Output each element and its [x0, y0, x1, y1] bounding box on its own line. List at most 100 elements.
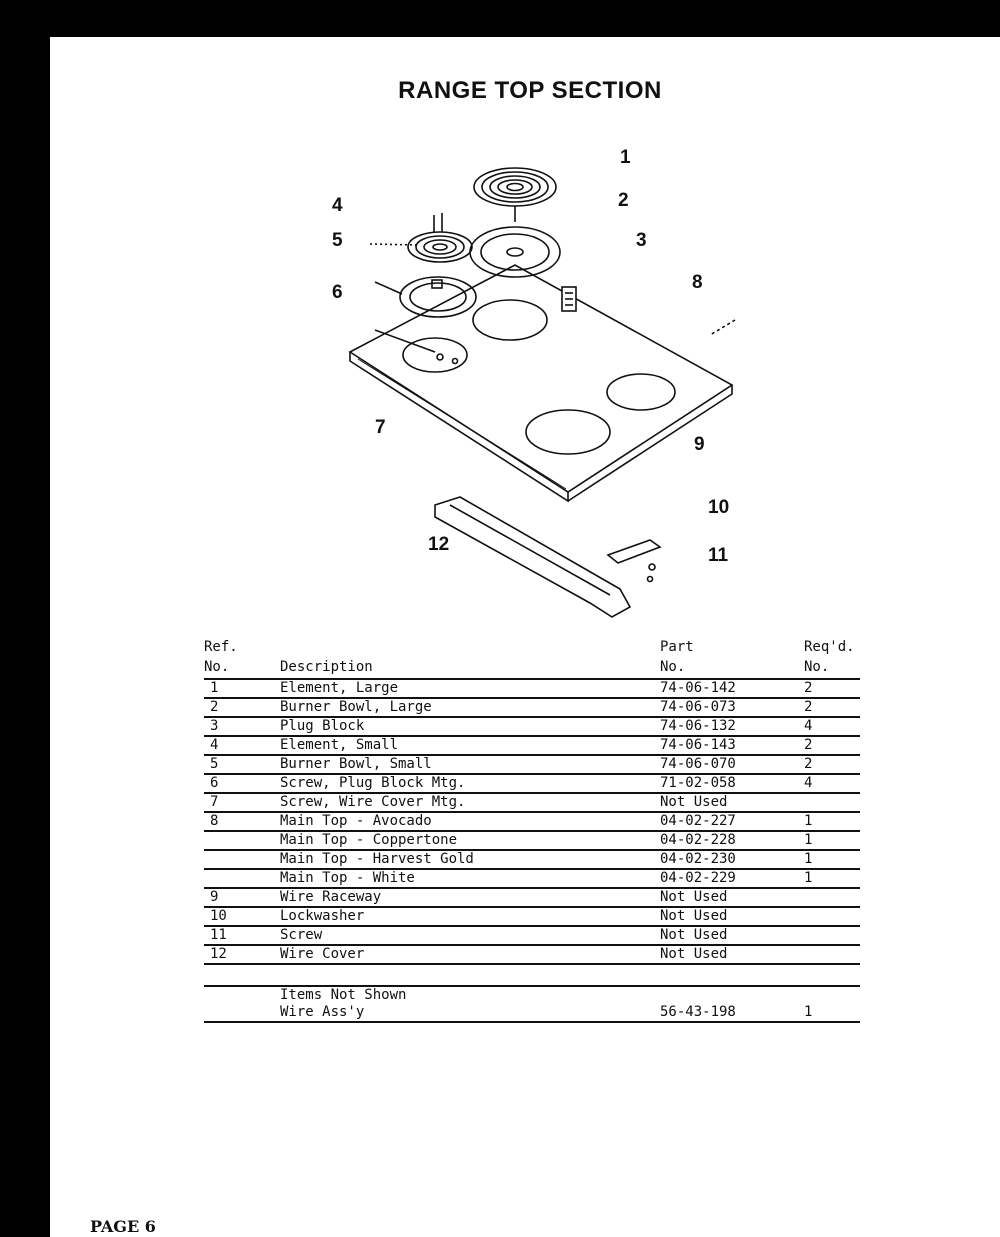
ref-cell: 9 — [210, 889, 219, 905]
description-cell: Plug Block — [280, 718, 365, 734]
quantity-cell: 4 — [804, 718, 813, 734]
quantity-cell: 1 — [804, 832, 813, 848]
table-row: 4 Element, Small 74-06-143 2 — [204, 737, 860, 756]
description-cell: Screw, Wire Cover Mtg. — [280, 794, 466, 810]
callout-10: 10 — [708, 497, 730, 518]
table-row: 2 Burner Bowl, Large 74-06-073 2 — [204, 699, 860, 718]
ref-cell: 6 — [210, 775, 219, 791]
ref-cell: 10 — [210, 908, 227, 924]
element-small — [407, 213, 473, 263]
callout-7: 7 — [375, 417, 386, 438]
description-cell: Main Top - Harvest Gold — [280, 851, 474, 867]
callout-3: 3 — [636, 230, 647, 251]
callout-5: 5 — [332, 230, 343, 251]
part-number-cell: Not Used — [660, 794, 728, 810]
table-row: 8 Main Top - Avocado 04-02-227 1 — [204, 813, 860, 832]
description-cell: Burner Bowl, Large — [280, 699, 432, 715]
page-title: RANGE TOP SECTION — [398, 77, 662, 104]
part-number-cell: 71-02-058 — [660, 775, 736, 791]
quantity-cell: 2 — [804, 680, 813, 696]
table-row: 5 Burner Bowl, Small 74-06-070 2 — [204, 756, 860, 775]
ref-cell: 4 — [210, 737, 219, 753]
quantity-cell: 2 — [804, 737, 813, 753]
table-row: 3 Plug Block 74-06-132 4 — [204, 718, 860, 737]
not-shown-part: 56-43-198 — [660, 1004, 736, 1020]
table-row: 12 Wire Cover Not Used — [204, 946, 860, 965]
description-cell: Main Top - Avocado — [280, 813, 432, 829]
description-cell: Screw, Plug Block Mtg. — [280, 775, 466, 791]
table-header: Ref. No. Description Part No. Req'd. No. — [204, 638, 860, 678]
quantity-cell: 4 — [804, 775, 813, 791]
part-number-cell: 74-06-073 — [660, 699, 736, 715]
part-number-cell: 04-02-228 — [660, 832, 736, 848]
description-cell: Element, Large — [280, 680, 399, 696]
part-number-cell: Not Used — [660, 908, 728, 924]
burner-hole-front-left — [525, 409, 611, 455]
part-number-cell: Not Used — [660, 946, 728, 962]
quantity-cell: 1 — [804, 813, 813, 829]
table-row: Main Top - Harvest Gold 04-02-230 1 — [204, 851, 860, 870]
part-number-cell: 74-06-070 — [660, 756, 736, 772]
description-cell: Wire Cover — [280, 946, 365, 962]
part-number-cell: 04-02-227 — [660, 813, 736, 829]
callout-2: 2 — [618, 190, 629, 211]
description-cell: Burner Bowl, Small — [280, 756, 432, 772]
callout-6: 6 — [332, 282, 343, 303]
header-ref-1: Ref. — [204, 639, 238, 655]
burner-bowl-large — [469, 226, 561, 278]
page-footer: PAGE 6 — [90, 1217, 156, 1236]
description-cell: Main Top - Coppertone — [280, 832, 458, 848]
header-qty-2: No. — [804, 659, 830, 675]
part-number-cell: 74-06-132 — [660, 718, 736, 734]
callout-9: 9 — [694, 434, 705, 455]
quantity-cell: 1 — [804, 851, 813, 867]
burner-hole-rear-left — [402, 337, 468, 373]
table-row: 10 Lockwasher Not Used — [204, 908, 860, 927]
range-top-diagram — [348, 167, 736, 618]
burner-bowl-small — [399, 276, 477, 318]
parts-table: Ref. No. Description Part No. Req'd. No.… — [204, 638, 860, 1023]
callout-11: 11 — [708, 545, 729, 566]
description-cell: Wire Raceway — [280, 889, 382, 905]
table-row: Main Top - White 04-02-229 1 — [204, 870, 860, 889]
quantity-cell: 2 — [804, 756, 813, 772]
wire-cover — [434, 496, 632, 618]
not-shown-qty: 1 — [804, 1004, 813, 1020]
part-number-cell: 74-06-143 — [660, 737, 736, 753]
header-ref-2: No. — [204, 659, 230, 675]
not-shown-desc: Wire Ass'y — [280, 1004, 365, 1020]
description-cell: Lockwasher — [280, 908, 365, 924]
wire-raceway — [606, 539, 662, 564]
ref-cell: 2 — [210, 699, 219, 715]
not-shown-row: Wire Ass'y 56-43-198 1 — [204, 1004, 860, 1023]
ref-cell: 3 — [210, 718, 219, 734]
ref-cell: 12 — [210, 946, 227, 962]
description-cell: Main Top - White — [280, 870, 415, 886]
table-row: 9 Wire Raceway Not Used — [204, 889, 860, 908]
part-number-cell: Not Used — [660, 927, 728, 943]
not-shown-heading-row: Items Not Shown — [204, 987, 860, 1004]
quantity-cell: 1 — [804, 870, 813, 886]
description-cell: Element, Small — [280, 737, 399, 753]
callout-1: 1 — [620, 147, 631, 168]
ref-cell: 5 — [210, 756, 219, 772]
burner-hole-front-right — [606, 373, 676, 411]
part-number-cell: 04-02-229 — [660, 870, 736, 886]
part-number-cell: Not Used — [660, 889, 728, 905]
quantity-cell: 2 — [804, 699, 813, 715]
header-part-2: No. — [660, 659, 686, 675]
description-cell: Screw — [280, 927, 323, 943]
table-row: Main Top - Coppertone 04-02-228 1 — [204, 832, 860, 851]
burner-hole-rear-right — [472, 299, 548, 341]
not-shown-heading: Items Not Shown — [280, 987, 407, 1003]
header-qty-1: Req'd. — [804, 639, 855, 655]
part-number-cell: 04-02-230 — [660, 851, 736, 867]
part-number-cell: 74-06-142 — [660, 680, 736, 696]
ref-cell: 8 — [210, 813, 219, 829]
callout-8: 8 — [692, 272, 703, 293]
callout-4: 4 — [332, 195, 343, 216]
